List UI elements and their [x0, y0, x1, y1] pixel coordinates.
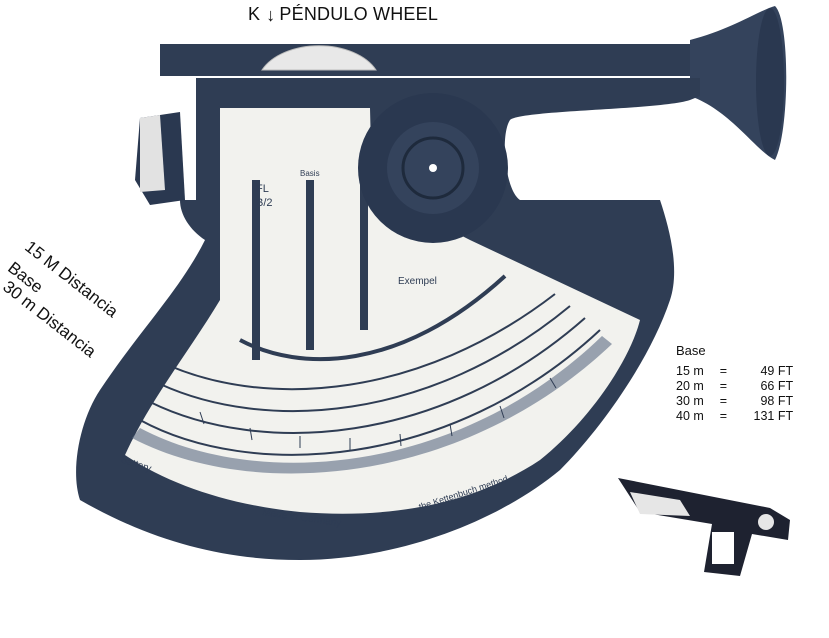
- table-row: 40 m=131 FT: [676, 409, 794, 423]
- handle-hole: [515, 120, 665, 195]
- base-conversion-table: Base 15 m=49 FT 20 m=66 FT 30 m=98 FT 40…: [676, 343, 797, 424]
- eyepiece-rim: [756, 8, 784, 156]
- pendulum-wheel-label: K↓PÉNDULO WHEEL: [248, 4, 438, 25]
- window-label-fl: FL: [256, 183, 269, 195]
- inset-instrument-icon: [618, 478, 790, 576]
- pendulum-wheel-text: PÉNDULO WHEEL: [279, 4, 439, 24]
- k-label: K: [248, 4, 261, 24]
- example-label: Exempel: [398, 276, 437, 287]
- table-row: 15 m=49 FT: [676, 364, 794, 378]
- base-table-title: Base: [676, 343, 706, 358]
- pendulum-wheel-top: [261, 45, 377, 71]
- scale-band: [132, 336, 612, 474]
- side-clamp-cap: [140, 115, 165, 192]
- window-label-b2: B/2: [256, 197, 273, 209]
- table-row: 30 m=98 FT: [676, 394, 794, 408]
- table-row: 20 m=66 FT: [676, 379, 794, 393]
- down-arrow-icon: ↓: [266, 5, 276, 25]
- eyepiece-tube: [160, 44, 700, 76]
- mid-label: Basis: [300, 169, 320, 178]
